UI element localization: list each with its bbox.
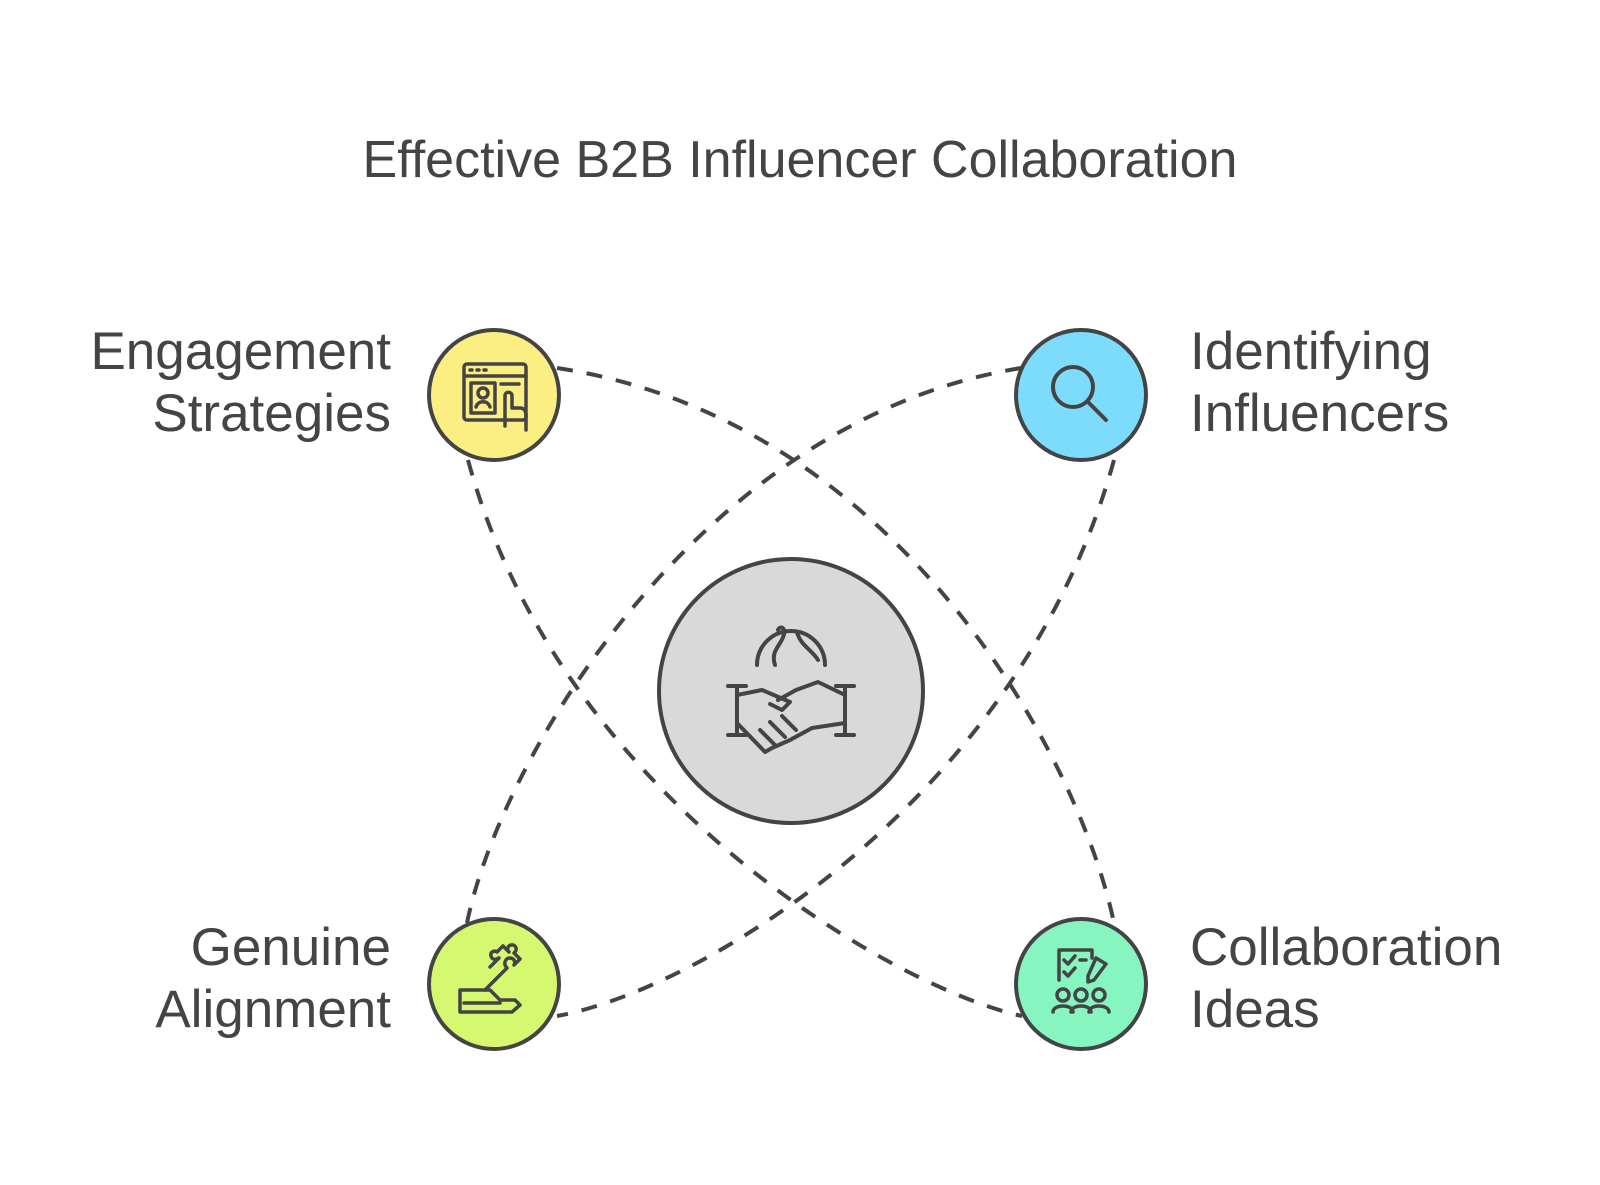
globe-handshake-icon <box>726 625 856 754</box>
label-line: Collaboration <box>1190 918 1503 977</box>
web-page-click-icon <box>462 362 528 432</box>
label-genuine-alignment: Genuine Alignment <box>155 917 391 1041</box>
label-line: Genuine <box>190 918 391 977</box>
node-engagement <box>427 328 561 462</box>
center-node <box>657 557 925 825</box>
connector-engagement-to-ideas-inner <box>466 459 1023 1018</box>
label-engagement-strategies: Engagement Strategies <box>90 321 391 445</box>
label-line: Engagement <box>90 322 391 381</box>
node-alignment <box>427 917 561 1051</box>
node-identifying <box>1014 328 1148 462</box>
label-line: Ideas <box>1190 980 1320 1039</box>
magnifier-icon <box>1051 365 1108 422</box>
label-identifying-influencers: Identifying Influencers <box>1190 321 1449 445</box>
label-line: Alignment <box>155 980 391 1039</box>
label-line: Strategies <box>152 384 391 443</box>
connector-identifying-to-alignment-outer <box>465 366 1022 924</box>
diagram-title: Effective B2B Influencer Collaboration <box>362 131 1238 189</box>
label-collaboration-ideas: Collaboration Ideas <box>1190 917 1502 1041</box>
connector-identifying-to-alignment-inner <box>556 459 1116 1018</box>
node-ideas <box>1014 917 1148 1051</box>
hand-puzzle-icon <box>458 943 522 1014</box>
team-checklist-icon <box>1051 948 1111 1014</box>
label-line: Influencers <box>1190 384 1450 443</box>
label-line: Identifying <box>1190 322 1432 381</box>
